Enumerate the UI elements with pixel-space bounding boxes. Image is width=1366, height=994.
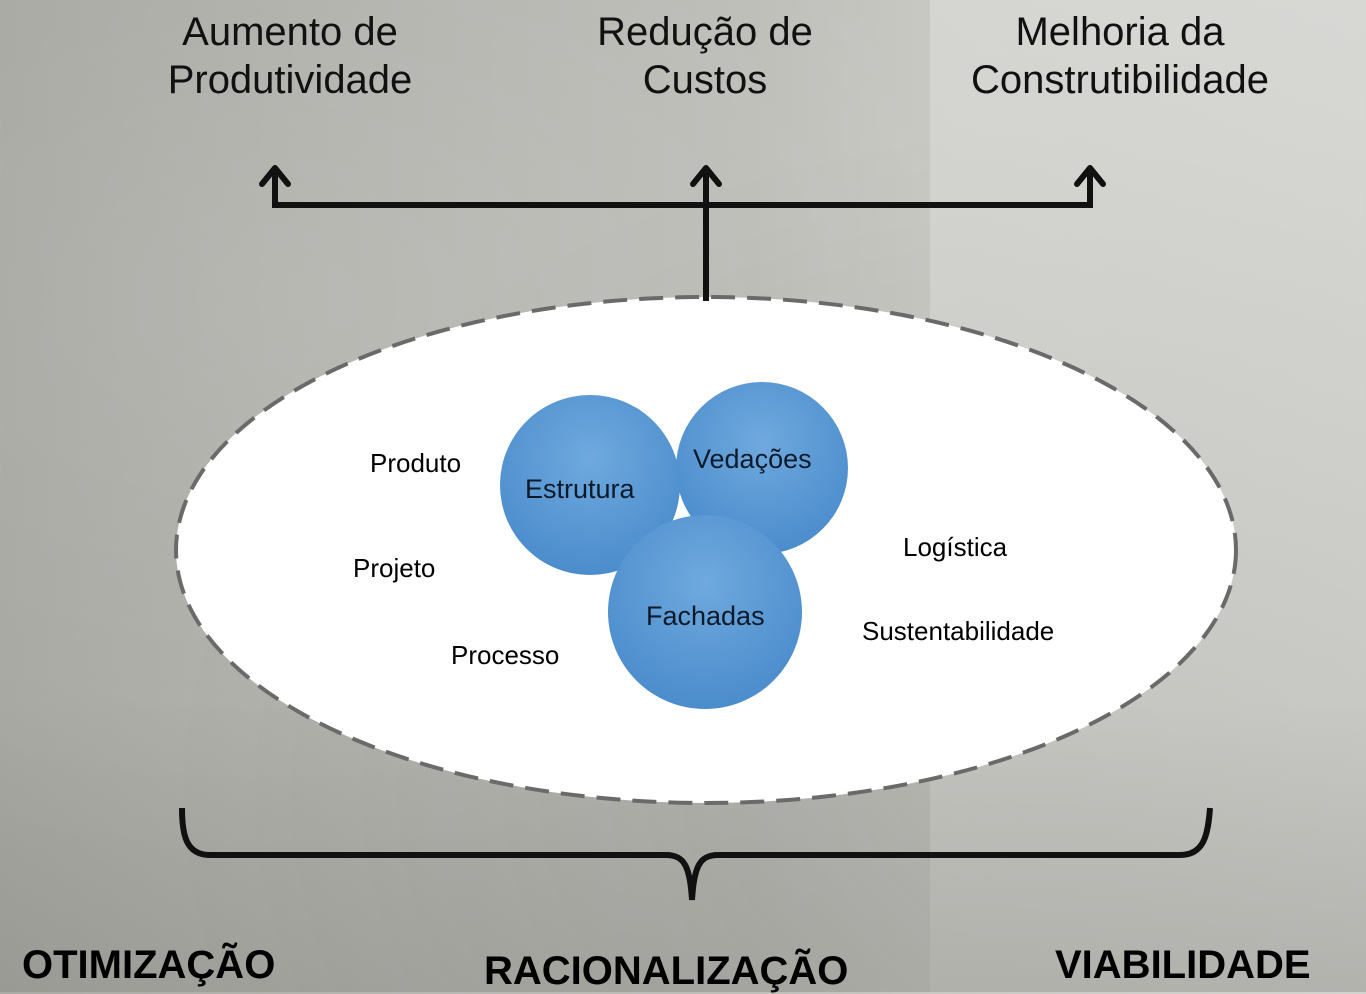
label-seals: Vedações xyxy=(693,444,812,474)
label-optimization: OTIMIZAÇÃO xyxy=(22,943,276,987)
label-facades: Fachadas xyxy=(646,601,765,631)
circle-structure xyxy=(500,395,680,575)
factor-sustainability: Sustentabilidade xyxy=(862,616,1055,646)
label-structure: Estrutura xyxy=(525,474,635,504)
factor-product: Produto xyxy=(370,448,462,478)
outcome-connector xyxy=(272,169,1093,301)
arrow-up-icon xyxy=(1074,165,1106,187)
arrow-heads xyxy=(259,165,1106,187)
factor-project: Projeto xyxy=(353,553,436,583)
arrow-up-icon xyxy=(690,165,722,187)
label-rationalization: RACIONALIZAÇÃO xyxy=(484,949,849,993)
circle-seals xyxy=(676,382,848,554)
arrow-up-icon xyxy=(259,165,291,187)
factor-logistics: Logística xyxy=(903,532,1008,562)
outcome-costs: Redução de Custos xyxy=(597,10,813,102)
outcome-buildability: Melhoria da Construtibilidade xyxy=(971,10,1269,102)
outcome-productivity: Aumento de Produtividade xyxy=(167,10,413,102)
factor-process: Processo xyxy=(451,640,560,670)
label-viability: VIABILIDADE xyxy=(1055,943,1311,987)
bottom-brace xyxy=(179,807,1213,901)
circle-facades xyxy=(608,515,802,709)
